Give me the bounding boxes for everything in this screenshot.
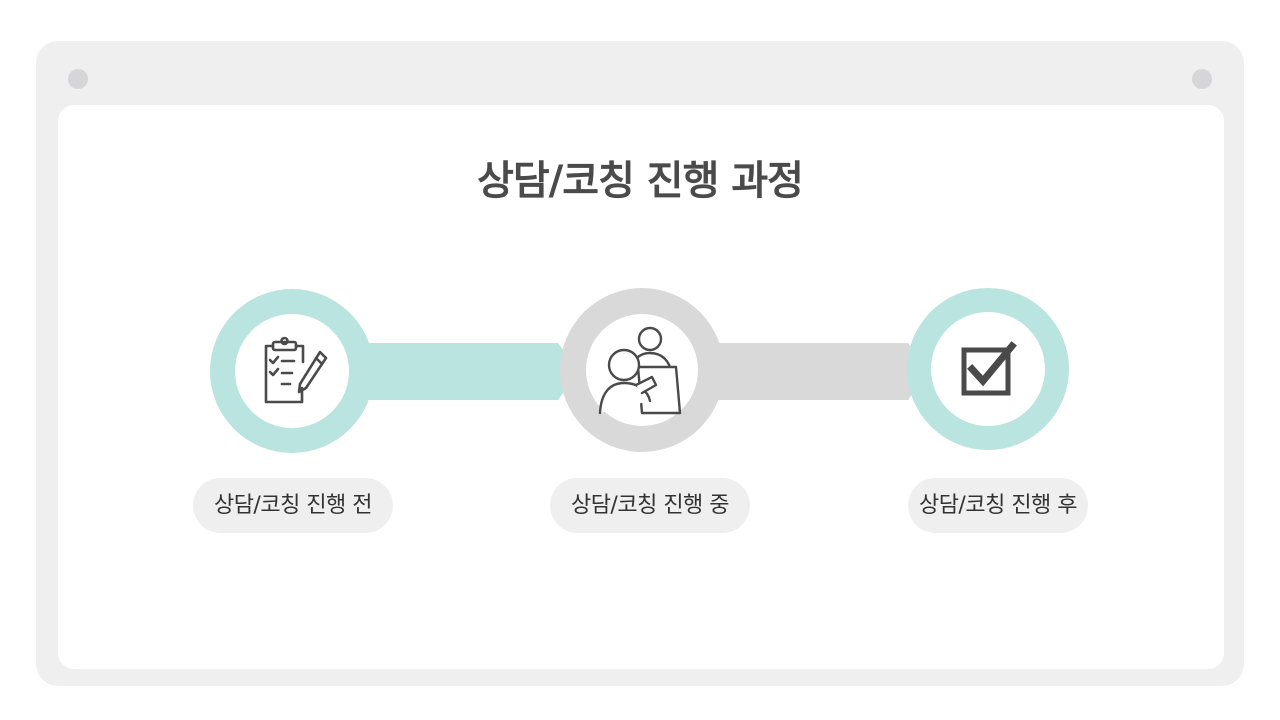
step-3-ring-inner (931, 312, 1045, 426)
step-1-label: 상담/코칭 진행 전 (193, 478, 393, 533)
page-title: 상담/코칭 진행 과정 (477, 158, 804, 204)
step-1-ring-inner (235, 314, 349, 428)
frame-dot-right (1192, 69, 1212, 89)
connector-arrow-1 (362, 343, 578, 400)
frame-dot-left (68, 69, 88, 89)
step-2-label: 상담/코칭 진행 중 (550, 478, 750, 533)
clipboard-checklist-pencil-icon (264, 336, 328, 404)
step-2-ring (560, 288, 724, 452)
connector-arrow-2 (716, 343, 928, 400)
step-2-ring-inner (586, 314, 698, 426)
two-people-consultation-icon (598, 326, 682, 415)
step-1-ring (210, 289, 374, 453)
step-3-ring (907, 288, 1069, 450)
step-3-label: 상담/코칭 진행 후 (908, 478, 1088, 533)
checked-box-icon (961, 341, 1017, 396)
